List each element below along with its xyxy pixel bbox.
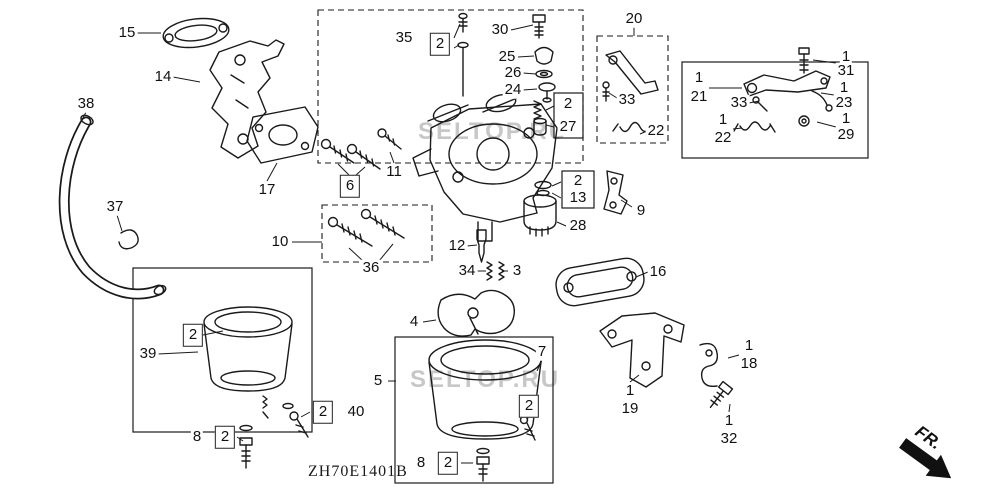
- part-callout-30: 30: [489, 20, 511, 39]
- clamp-18-drawing: [699, 342, 719, 388]
- gasket-16-drawing: [555, 257, 645, 307]
- part-callout-22: 22: [645, 121, 667, 140]
- needle-set-35-drawing: [457, 12, 469, 97]
- linkage-group-box: [681, 61, 869, 159]
- part-callout-6: 6: [339, 174, 361, 198]
- part-callout-19: 19: [619, 399, 641, 418]
- part-callout-23: 23: [833, 93, 855, 112]
- part-callout-2: 2: [182, 323, 204, 347]
- part-callout-28: 28: [567, 216, 589, 235]
- valve-24-drawing: [538, 82, 556, 103]
- part-callout-37: 37: [104, 197, 126, 216]
- part-callout-34: 34: [456, 261, 478, 280]
- part-callout-14: 14: [152, 67, 174, 86]
- part-callout-33: 33: [616, 90, 638, 109]
- jet-spring-27-drawing: [533, 100, 547, 136]
- part-callout-2: 2: [214, 425, 236, 449]
- part-callout-1: 1: [716, 110, 730, 129]
- part-callout-18: 18: [738, 354, 760, 373]
- part-callout-8: 8: [414, 453, 428, 472]
- part-callout-2: 2: [312, 400, 334, 424]
- part-callout-4: 4: [407, 312, 421, 331]
- leader-lines: [80, 23, 837, 464]
- part-callout-13: 13: [567, 188, 589, 207]
- screw-set-40-drawing: [282, 402, 309, 438]
- washer-26-drawing: [535, 69, 553, 79]
- part-callout-16: 16: [647, 262, 669, 281]
- part-callout-2: 2: [429, 32, 451, 56]
- part-callout-2: 2: [437, 451, 459, 475]
- springs-34-3-drawing: [486, 261, 505, 281]
- bolt-8-right-drawing: [476, 447, 490, 482]
- part-callout-31: 31: [835, 61, 857, 80]
- part-callout-40: 40: [345, 402, 367, 421]
- diagram-code: ZH70E1401B: [308, 463, 408, 480]
- linkage-set-21-drawing: [733, 47, 833, 133]
- part-callout-15: 15: [116, 23, 138, 42]
- part-callout-36: 36: [360, 258, 382, 277]
- jet-cup-28-drawing: [523, 194, 557, 237]
- part-callout-25: 25: [496, 47, 518, 66]
- pilot-screw-set-10-drawing: [327, 208, 405, 247]
- part-callout-1: 1: [742, 336, 756, 355]
- air-tube-38-drawing: [58, 114, 167, 300]
- part-callout-24: 24: [502, 80, 524, 99]
- part-callout-3: 3: [510, 261, 524, 280]
- part-callout-17: 17: [256, 180, 278, 199]
- part-callout-1: 1: [623, 381, 637, 400]
- part-callout-29: 29: [835, 125, 857, 144]
- part-callout-1: 1: [839, 109, 853, 128]
- throttle-stop-screws-6-drawing: [320, 138, 381, 170]
- part-callout-33: 33: [728, 93, 750, 112]
- screw-11-drawing: [377, 128, 402, 150]
- part-callout-1: 1: [722, 411, 736, 430]
- cap-25-drawing: [534, 46, 554, 65]
- part-callout-1: 1: [692, 68, 706, 87]
- bowl-group-box: [394, 336, 554, 484]
- part-callout-32: 32: [718, 429, 740, 448]
- part-callout-12: 12: [446, 236, 468, 255]
- bracket-14-drawing: [209, 39, 285, 159]
- part-callout-22: 22: [712, 128, 734, 147]
- part-callout-2: 2: [518, 394, 540, 418]
- part-callout-1: 1: [839, 47, 853, 66]
- fr-arrow-shape: [899, 438, 952, 479]
- part-callout-2: 2: [561, 94, 575, 113]
- part-callout-7: 7: [535, 342, 549, 361]
- part-callout-38: 38: [75, 94, 97, 113]
- insulator-17-drawing: [246, 106, 319, 164]
- part-callout-2: 2: [571, 171, 585, 190]
- float-valve-12-drawing: [476, 229, 487, 263]
- callout-box-2-13: [561, 170, 595, 209]
- bolt-32-drawing: [709, 380, 734, 409]
- bolt-30-drawing: [532, 14, 546, 39]
- part-callout-8: 8: [190, 427, 204, 446]
- part-callout-21: 21: [688, 87, 710, 106]
- group-boxes: [132, 9, 869, 484]
- part-callout-27: 27: [557, 117, 579, 136]
- part-callout-39: 39: [137, 344, 159, 363]
- part-callout-20: 20: [623, 9, 645, 28]
- bracket-9-drawing: [603, 170, 628, 215]
- part-callout-11: 11: [384, 162, 404, 181]
- carburetor-body-drawing: [412, 93, 558, 242]
- callout-box-2-27: [553, 92, 584, 139]
- choke-group-box: [596, 35, 669, 144]
- cup-39-drawing: [203, 306, 293, 419]
- part-callout-26: 26: [502, 63, 524, 82]
- float-4-drawing: [437, 289, 515, 337]
- part-callout-5: 5: [371, 371, 385, 390]
- gasket-15-drawing: [162, 17, 230, 49]
- part-callout-1: 1: [837, 78, 851, 97]
- bolt-8-left-drawing: [239, 424, 253, 469]
- clip-37-drawing: [118, 229, 139, 250]
- part-callout-35: 35: [393, 28, 415, 47]
- part-callout-9: 9: [634, 201, 648, 220]
- bracket-19-drawing: [599, 312, 685, 388]
- part-callout-10: 10: [269, 232, 291, 251]
